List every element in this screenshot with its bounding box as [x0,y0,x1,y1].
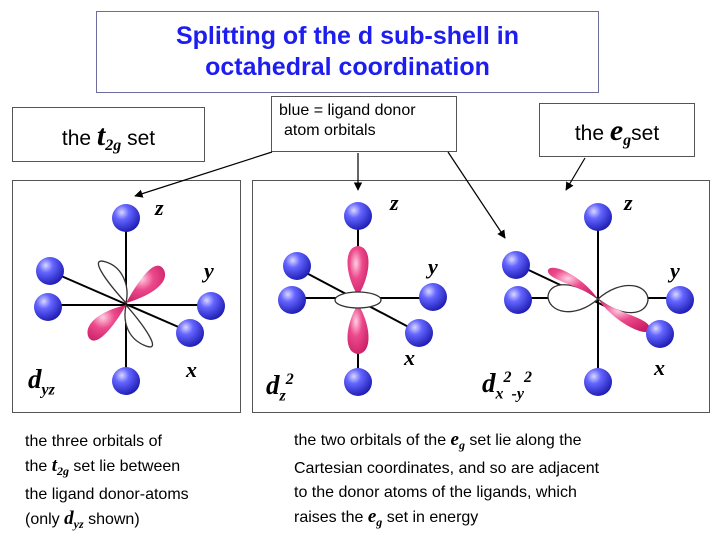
ligand-ball [344,202,372,230]
ligand-ball [504,286,532,314]
ligand-ball [584,368,612,396]
dyz-lobe-white-upper [97,260,128,305]
ligand-ball [36,257,64,285]
axis-label-x: x [186,357,197,382]
legend-note-box: blue = ligand donor atom orbitals [271,96,457,152]
ligand-ball [502,251,530,279]
arrow-to-dx2y2 [447,151,506,239]
dx2y2-lobe-pink-left [547,267,598,299]
dx2y2-orbital [502,203,694,396]
orbital-label-dx2y2: dx2-y2 [482,368,532,403]
ligand-ball [584,203,612,231]
note-line-1: blue = ligand donor [279,102,416,119]
axis-label-y: y [670,258,680,283]
ligand-ball [34,293,62,321]
ligand-ball [112,367,140,395]
t2g-prefix: the [61,127,97,150]
axis-label-y: y [428,254,438,279]
axis-label-z: z [624,190,633,215]
dz2-lobe-lower [347,304,369,354]
eg-prefix: the [574,122,610,145]
t2g-symbol: t [96,119,106,152]
dz2-torus [334,291,382,309]
dx2y2-lobe-white-right [596,284,649,314]
axis-label-x: x [654,355,665,380]
dz2-lobe-upper [347,246,369,296]
orbital-label-dyz: dyz [28,364,55,399]
axis-label-z: z [155,195,164,220]
t2g-sub: 2g [105,137,122,155]
ligand-ball [278,286,306,314]
eg-suffix: set [631,122,660,145]
axis-label-z: z [390,190,399,215]
ligand-ball [197,292,225,320]
dz2-orbital [278,202,447,396]
pointer-arrows [134,151,586,239]
dyz-lobe-pink-upper [126,265,166,303]
title-line-2: octahedral coordination [205,53,490,81]
ligand-ball [646,320,674,348]
axis-label-x: x [404,345,415,370]
dyz-lobe-white-lower [124,303,154,348]
dyz-lobe-pink-lower [87,305,126,341]
title-line-1: Splitting of the d sub-shell in [175,22,520,50]
ligand-ball [112,204,140,232]
ligand-ball [666,286,694,314]
ligand-ball [405,319,433,347]
ligand-ball [344,368,372,396]
t2g-label-box: the t2g set [12,107,205,162]
arrow-from-eg [565,157,586,191]
eg-sub: g [623,132,632,150]
eg-label-box: the egset [539,103,695,157]
title-box: Splitting of the d sub-shell in octahedr… [96,11,599,93]
t2g-suffix: set [121,127,156,150]
note-line-2: atom orbitals [284,122,376,139]
caption-eg: the two orbitals of the eg set lie along… [294,429,600,530]
orbital-label-dz2: dz2 [266,370,294,405]
ligand-ball [176,319,204,347]
dx2y2-lobe-pink-right [598,299,651,333]
dyz-orbital [34,204,225,395]
ligand-ball [283,252,311,280]
ligand-ball [419,283,447,311]
caption-t2g: the three orbitals of the t2g set lie be… [25,433,189,532]
eg-symbol: e [609,114,624,147]
dx2y2-lobe-white-left [547,284,600,313]
axis-label-y: y [204,258,214,283]
arrow-to-dyz [134,151,273,198]
